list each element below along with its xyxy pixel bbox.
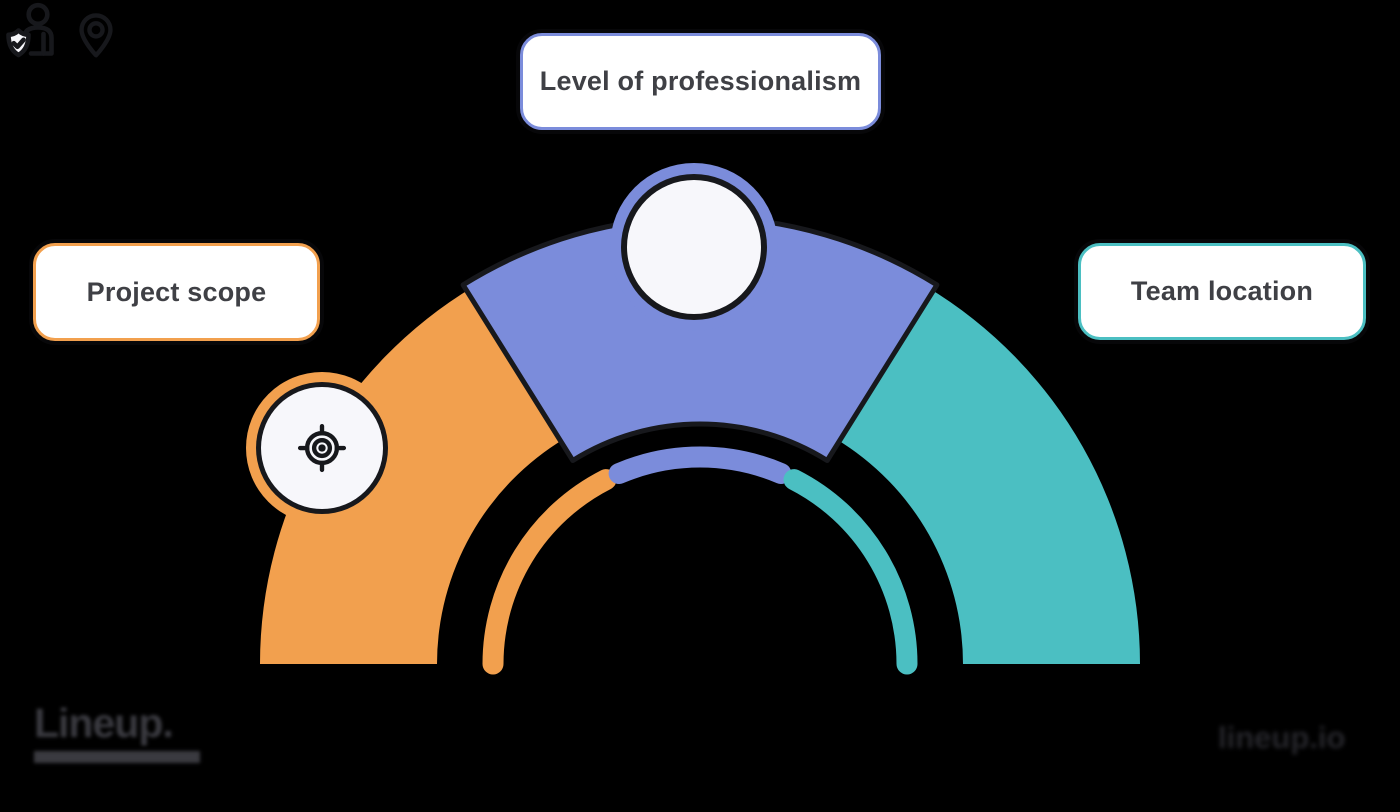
- inner-arc-right: [783, 469, 918, 675]
- label-box-project-scope: Project scope: [33, 243, 320, 341]
- inner-arc-center: [608, 446, 792, 484]
- icon-disc-top: [627, 180, 761, 314]
- label-box-professionalism: Level of professionalism: [520, 33, 881, 130]
- icon-circle-top: [610, 163, 778, 331]
- lineup-logo-underline: [34, 751, 200, 763]
- lineup-watermark: lineup.io: [1218, 720, 1346, 755]
- inner-arc-group: [482, 446, 918, 675]
- gauge-segment-professionalism: [460, 214, 940, 463]
- label-box-team-location: Team location: [1078, 243, 1366, 340]
- gauge-segment-project-scope: [259, 286, 565, 664]
- target-icon: [297, 423, 347, 473]
- location-pin-icon: [79, 13, 114, 58]
- label-team-location: Team location: [1130, 276, 1314, 306]
- lineup-logo: Lineup.: [34, 700, 200, 763]
- lineup-logo-text: Lineup.: [34, 700, 174, 746]
- label-project-scope: Project scope: [86, 276, 267, 307]
- inner-arc-left: [482, 469, 617, 675]
- user-shield-icon: [6, 2, 54, 58]
- gauge-segment-team-location: [835, 286, 1141, 664]
- label-professionalism: Level of professionalism: [539, 66, 862, 96]
